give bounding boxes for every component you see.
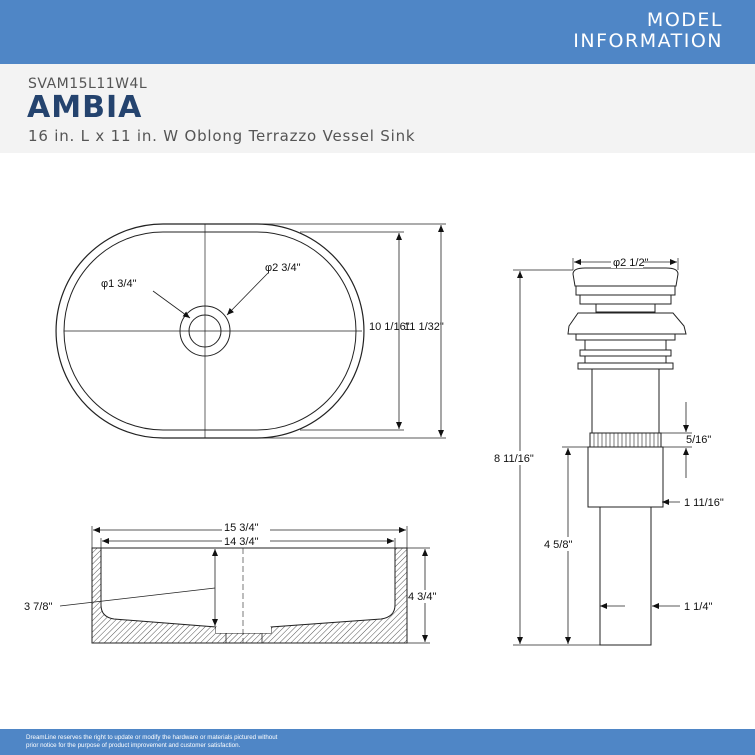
drain-tail-length-label: 4 5/8": [544, 539, 572, 551]
bowl-depth-label: 3 7/8": [24, 601, 52, 613]
top-view: [55, 223, 446, 439]
drain-collar: [589, 432, 662, 448]
drain-outer-circle: [179, 305, 231, 357]
drain-collar-height-label: 5/16": [686, 434, 711, 446]
overall-height-label: 4 3/4": [408, 591, 436, 603]
section-title: MODEL INFORMATION: [463, 10, 723, 52]
drain-outer-dia-label: φ2 3/4": [265, 262, 301, 274]
outer-length-label: 15 3/4": [224, 522, 259, 534]
inner-width-label: 10 1/16": [369, 321, 410, 333]
drain-overall-height-label: 8 11/16": [494, 453, 534, 465]
product-subtitle: 16 in. L x 11 in. W Oblong Terrazzo Vess…: [28, 127, 416, 145]
drain-tail-pipe: [599, 506, 652, 646]
drain-inner-circle: [188, 314, 222, 348]
drain-body: [591, 368, 660, 434]
drain-tail-dia-label: 1 1/4": [684, 601, 712, 613]
footer-banner: [0, 729, 755, 755]
drain-collar-dia-label: 1 11/16": [684, 497, 724, 509]
drain-view: [567, 267, 687, 646]
inner-length-label: 14 3/4": [224, 536, 259, 548]
section-title-line1: MODEL: [646, 9, 723, 31]
outer-width-label: 11 1/32": [404, 321, 444, 333]
drain-cap: [572, 267, 679, 287]
top-banner: [0, 0, 755, 64]
drain-cap-dia-label: φ2 1/2": [613, 257, 649, 269]
footer-note-line2: prior notice for the purpose of product …: [26, 741, 241, 749]
footer-note: DreamLine reserves the right to update o…: [26, 734, 277, 749]
model-number: SVAM15L11W4L: [28, 76, 148, 92]
drain-inner-dia-label: φ1 3/4": [101, 278, 137, 290]
section-title-line2: INFORMATION: [573, 30, 723, 52]
sink-inner-outline: [63, 231, 357, 431]
footer-note-line1: DreamLine reserves the right to update o…: [26, 734, 278, 741]
brand-name: AMBIA: [27, 90, 143, 125]
drain-flange: [567, 312, 687, 335]
header-block: [0, 64, 755, 153]
